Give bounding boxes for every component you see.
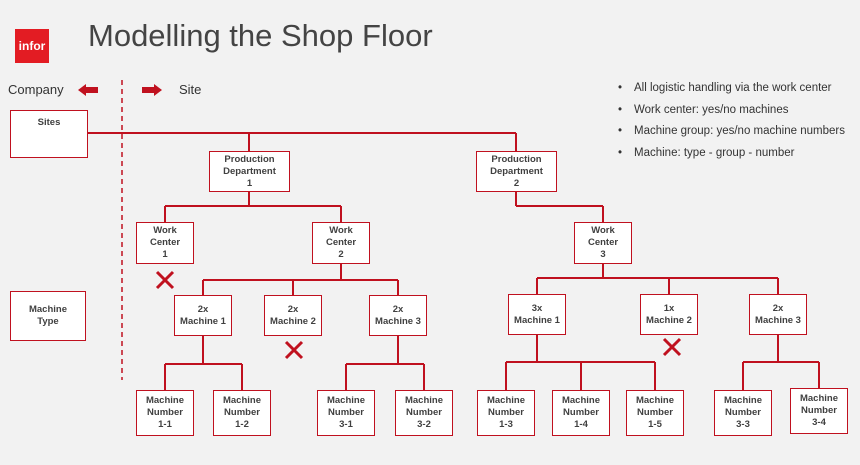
department-box-1: Production Department 1 bbox=[209, 151, 290, 192]
machine-type-box: Machine Type bbox=[10, 291, 86, 341]
note-item: Work center: yes/no machines bbox=[618, 104, 845, 126]
sites-box: Sites bbox=[10, 110, 88, 158]
work-center-box-2: Work Center 2 bbox=[312, 222, 370, 264]
work-center-box-1: Work Center 1 bbox=[136, 222, 194, 264]
page-title: Modelling the Shop Floor bbox=[88, 18, 433, 53]
machine-group-box: 1x Machine 2 bbox=[640, 294, 698, 335]
machine-group-box: 2x Machine 3 bbox=[749, 294, 807, 335]
machine-number-box: Machine Number 1-1 bbox=[136, 390, 194, 436]
note-item: Machine group: yes/no machine numbers bbox=[618, 125, 845, 147]
machine-number-box: Machine Number 1-3 bbox=[477, 390, 535, 436]
company-label: Company bbox=[8, 82, 64, 97]
department-box-2: Production Department 2 bbox=[476, 151, 557, 192]
infor-logo: infor bbox=[15, 29, 49, 63]
machine-group-box: 2x Machine 3 bbox=[369, 295, 427, 336]
machine-group-box: 3x Machine 1 bbox=[508, 294, 566, 335]
cross-icon bbox=[155, 270, 175, 290]
work-center-box-3: Work Center 3 bbox=[574, 222, 632, 264]
machine-number-box: Machine Number 1-4 bbox=[552, 390, 610, 436]
site-label: Site bbox=[179, 82, 202, 97]
notes-list: All logistic handling via the work cente… bbox=[618, 82, 845, 168]
machine-number-box: Machine Number 3-4 bbox=[790, 388, 848, 434]
cross-icon bbox=[284, 340, 304, 360]
arrow-right-icon bbox=[142, 84, 162, 96]
machine-number-box: Machine Number 1-5 bbox=[626, 390, 684, 436]
machine-number-box: Machine Number 3-3 bbox=[714, 390, 772, 436]
note-item: Machine: type - group - number bbox=[618, 147, 845, 169]
machine-number-box: Machine Number 1-2 bbox=[213, 390, 271, 436]
machine-number-box: Machine Number 3-2 bbox=[395, 390, 453, 436]
machine-group-box: 2x Machine 2 bbox=[264, 295, 322, 336]
note-item: All logistic handling via the work cente… bbox=[618, 82, 845, 104]
machine-group-box: 2x Machine 1 bbox=[174, 295, 232, 336]
cross-icon bbox=[662, 337, 682, 357]
arrow-left-icon bbox=[78, 84, 98, 96]
machine-number-box: Machine Number 3-1 bbox=[317, 390, 375, 436]
